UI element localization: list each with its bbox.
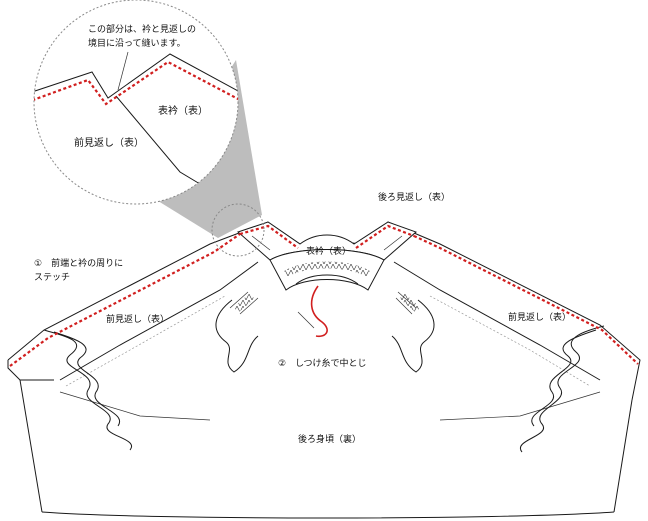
right-side-seam xyxy=(613,399,633,513)
right-facing-edge xyxy=(393,261,601,381)
neckline-inner xyxy=(295,274,359,285)
topstitch-right xyxy=(413,235,639,365)
right-drape-wave-2 xyxy=(531,329,597,427)
callout-collar-label: 表衿（表） xyxy=(158,104,208,117)
callout-facing-label: 前見返し（表） xyxy=(74,136,144,149)
zoom-callout xyxy=(33,0,239,205)
left-side-seam xyxy=(19,379,43,513)
front-facing-left-label: 前見返し（表） xyxy=(106,313,169,325)
front-facing-right-label: 前見返し（表） xyxy=(508,311,571,323)
step2-label: ② しつけ糸で中とじ xyxy=(278,357,367,369)
right-lower-line xyxy=(439,391,601,421)
topstitch-collar-right xyxy=(355,224,415,249)
callout-note-line1: この部分は、衿と見返しの xyxy=(88,23,196,35)
left-lower-line xyxy=(59,391,211,421)
callout-pointer xyxy=(117,51,129,91)
step1-line2: ステッチ xyxy=(34,272,70,283)
back-facing-label: 後ろ見返し（表） xyxy=(378,191,450,203)
left-drape-wave-2 xyxy=(53,331,121,427)
thread-leader xyxy=(297,311,315,329)
back-facing-shape xyxy=(269,249,385,291)
topstitch-left xyxy=(9,233,241,367)
left-shoulder xyxy=(7,360,54,381)
garment-body xyxy=(7,221,641,519)
back-body-label: 後ろ身頃（裏） xyxy=(298,433,361,445)
left-facing-edge xyxy=(59,261,259,381)
left-inner-fold xyxy=(215,299,259,373)
right-drape-wave xyxy=(519,325,605,453)
basting-thread xyxy=(310,285,328,338)
hem-curve xyxy=(41,511,615,519)
back-neckline xyxy=(229,249,421,315)
left-facing-dash xyxy=(65,295,226,387)
right-inner-fold xyxy=(391,299,435,373)
callout-note-line2: 境目に沿って縫います。 xyxy=(88,37,186,49)
step1-line1: ① 前端と衿の周りに xyxy=(34,257,123,269)
topstitch-collar-left xyxy=(239,224,299,249)
detail-spot-circle xyxy=(211,203,265,257)
left-drape-wave xyxy=(43,329,133,451)
right-facing-dash xyxy=(429,295,591,387)
collar-label: 表衿（表） xyxy=(306,245,351,257)
